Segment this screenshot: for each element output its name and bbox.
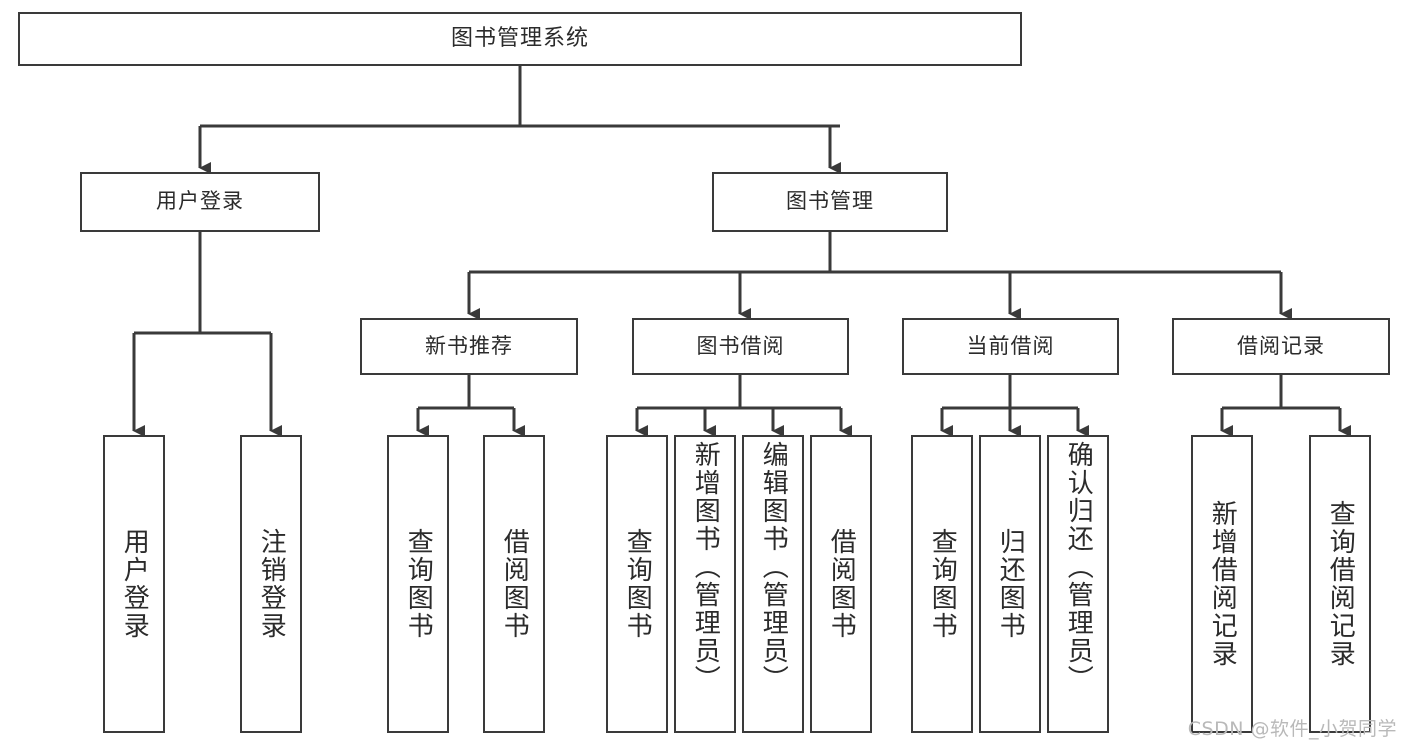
- node-book-manage[interactable]: 图书管理: [712, 172, 948, 232]
- node-new-book-recommend-label: 新书推荐: [425, 333, 513, 358]
- node-leaf-add-book-label: 新增图书（管理员）: [690, 441, 721, 693]
- node-new-book-recommend[interactable]: 新书推荐: [360, 318, 578, 375]
- node-leaf-user-logout-label: 注销登录: [256, 528, 287, 640]
- node-leaf-query-record[interactable]: 查询借阅记录: [1309, 435, 1371, 733]
- node-current-borrow[interactable]: 当前借阅: [902, 318, 1119, 375]
- node-leaf-user-login-label: 用户登录: [119, 528, 150, 640]
- node-leaf-query-book-1[interactable]: 查询图书: [387, 435, 449, 733]
- node-borrow-record-label: 借阅记录: [1237, 333, 1325, 358]
- node-leaf-query-book-1-label: 查询图书: [403, 528, 434, 640]
- node-borrow-record[interactable]: 借阅记录: [1172, 318, 1390, 375]
- node-leaf-confirm-return-label: 确认归还（管理员）: [1063, 441, 1094, 693]
- node-leaf-query-book-3[interactable]: 查询图书: [911, 435, 973, 733]
- node-leaf-edit-book[interactable]: 编辑图书（管理员）: [742, 435, 804, 733]
- node-leaf-borrow-book-2[interactable]: 借阅图书: [810, 435, 872, 733]
- node-root-label: 图书管理系统: [450, 25, 589, 51]
- node-leaf-query-book-3-label: 查询图书: [927, 528, 958, 640]
- node-current-borrow-label: 当前借阅: [966, 333, 1055, 358]
- node-leaf-query-book-2-label: 查询图书: [622, 528, 653, 640]
- node-leaf-borrow-book-1[interactable]: 借阅图书: [483, 435, 545, 733]
- node-root[interactable]: 图书管理系统: [18, 12, 1022, 66]
- node-leaf-query-book-2[interactable]: 查询图书: [606, 435, 668, 733]
- node-leaf-edit-book-label: 编辑图书（管理员）: [758, 441, 789, 693]
- node-book-borrow-label: 图书借阅: [696, 333, 785, 358]
- csdn-watermark: CSDN @软件_小贺同学: [1187, 718, 1397, 740]
- node-leaf-return-book-label: 归还图书: [995, 528, 1026, 640]
- node-leaf-return-book[interactable]: 归还图书: [979, 435, 1041, 733]
- node-leaf-query-record-label: 查询借阅记录: [1325, 500, 1356, 668]
- node-user-login-label: 用户登录: [156, 189, 244, 214]
- node-leaf-add-record[interactable]: 新增借阅记录: [1191, 435, 1253, 733]
- node-user-login[interactable]: 用户登录: [80, 172, 320, 232]
- node-leaf-user-logout[interactable]: 注销登录: [240, 435, 302, 733]
- node-leaf-add-book[interactable]: 新增图书（管理员）: [674, 435, 736, 733]
- node-leaf-borrow-book-1-label: 借阅图书: [499, 528, 530, 640]
- node-leaf-add-record-label: 新增借阅记录: [1207, 500, 1238, 668]
- node-book-borrow[interactable]: 图书借阅: [632, 318, 849, 375]
- node-book-manage-label: 图书管理: [786, 189, 874, 214]
- node-leaf-confirm-return[interactable]: 确认归还（管理员）: [1047, 435, 1109, 733]
- node-leaf-user-login[interactable]: 用户登录: [103, 435, 165, 733]
- node-leaf-borrow-book-2-label: 借阅图书: [826, 528, 857, 640]
